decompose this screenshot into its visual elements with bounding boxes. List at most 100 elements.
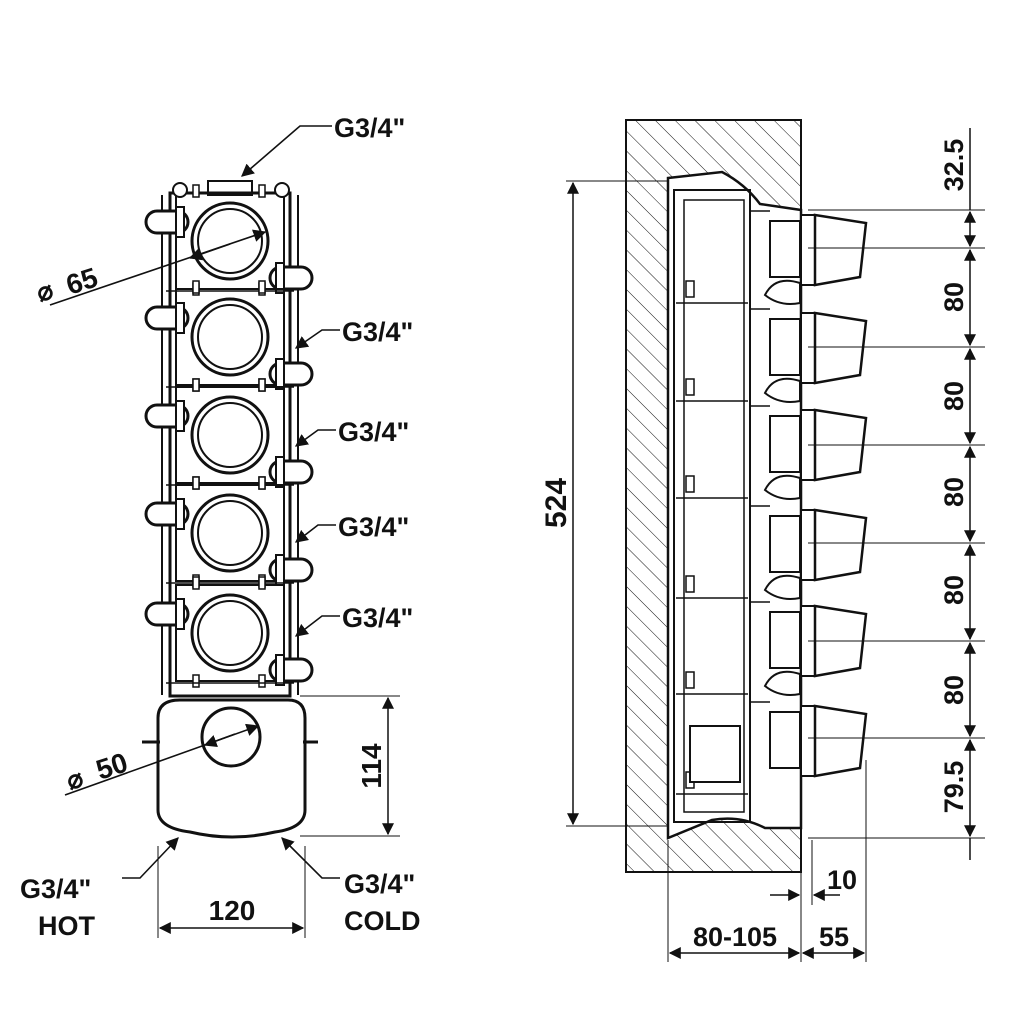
lug-clamp [175, 498, 185, 530]
handle-flange [800, 312, 816, 384]
screw [258, 476, 266, 490]
handle-flange [800, 705, 816, 777]
side-module-group [676, 210, 868, 795]
offset-10-label: 10 [827, 865, 857, 895]
spacing-label-6: 80 [939, 675, 969, 705]
cartridge-body [769, 711, 801, 769]
diameter-65-label: 65 [62, 262, 101, 301]
screw [192, 576, 200, 590]
hot-thread-label: G3/4" [20, 874, 91, 904]
cold-label: COLD [344, 906, 421, 936]
spacing-label-4: 80 [939, 477, 969, 507]
lug-clamp [175, 400, 185, 432]
inner-fitting [685, 575, 695, 593]
bolt [274, 182, 290, 198]
port-curve [763, 574, 801, 600]
valve-inner-ring [197, 600, 263, 666]
spacing-dimension-group [808, 209, 985, 839]
screw [258, 576, 266, 590]
side-connection-label-3: G3/4" [338, 512, 409, 542]
control-handle [813, 311, 868, 385]
lug-clamp [175, 206, 185, 238]
lug-clamp [275, 358, 285, 390]
valve-outer-ring [190, 593, 270, 673]
cold-leader [281, 837, 340, 879]
valve-row-group [144, 182, 314, 688]
screw [192, 184, 200, 198]
height-114-label: 114 [356, 743, 387, 789]
screw [192, 674, 200, 688]
valve-housing [175, 386, 285, 484]
top-connection-label: G3/4" [334, 113, 405, 143]
screw [258, 184, 266, 198]
screw [192, 378, 200, 392]
side-connection-label-4: G3/4" [342, 603, 413, 633]
mixer-body [156, 698, 307, 839]
spacing-label-5: 80 [939, 575, 969, 605]
side-connection-leaders [294, 329, 340, 637]
top-connection-leader [241, 125, 332, 177]
wall-depth-label: 80-105 [693, 922, 777, 952]
mixer-cartridge [200, 706, 262, 768]
valve-housing [175, 288, 285, 386]
valve-outer-ring [190, 201, 270, 281]
handle-flange [800, 214, 816, 286]
port-curve [763, 377, 801, 403]
spacing-label-7: 79.5 [939, 761, 969, 814]
lug-clamp [175, 302, 185, 334]
valve-outer-ring [190, 297, 270, 377]
port-curve [763, 279, 801, 305]
wall-recess [666, 170, 803, 840]
cold-thread-label: G3/4" [344, 869, 415, 899]
cartridge-body [769, 611, 801, 669]
width-120-label: 120 [209, 895, 256, 926]
inner-fitting [685, 475, 695, 493]
side-connection-label-2: G3/4" [338, 417, 409, 447]
screw [192, 476, 200, 490]
valve-housing [175, 484, 285, 582]
handle-flange [800, 509, 816, 581]
screw [258, 674, 266, 688]
port-curve [763, 474, 801, 500]
spacing-label-1: 32.5 [939, 139, 969, 192]
valve-inner-ring [197, 500, 263, 566]
mixer-block [689, 725, 741, 783]
lug-clamp [275, 654, 285, 686]
diameter-symbol: ⌀ [33, 274, 57, 307]
lug-clamp [275, 554, 285, 586]
control-handle [813, 213, 868, 287]
height-524-label: 524 [540, 478, 573, 528]
screw [192, 280, 200, 294]
lug-clamp [175, 598, 185, 630]
cartridge-body [769, 515, 801, 573]
spacing-label-2: 80 [939, 282, 969, 312]
cartridge-body [769, 318, 801, 376]
inner-fitting [685, 671, 695, 689]
valve-outer-ring [190, 493, 270, 573]
hot-leader [122, 837, 179, 879]
valve-inner-ring [197, 402, 263, 468]
lug-clamp [275, 262, 285, 294]
inner-fitting [685, 378, 695, 396]
screw [258, 378, 266, 392]
side-connection-label-1: G3/4" [342, 317, 413, 347]
side-view: 524 32.5 80 80 80 80 80 79.5 10 80-105 5… [540, 119, 985, 962]
hot-label: HOT [38, 911, 96, 941]
control-handle [813, 508, 868, 582]
valve-housing [175, 584, 285, 682]
valve-outer-ring [190, 395, 270, 475]
bolt [172, 182, 188, 198]
diameter-symbol: ⌀ [63, 762, 87, 795]
screw [258, 280, 266, 294]
front-view: ⌀ 65 ⌀ 50 G3/4" G3/4" G3/4" G3/4" G3/4" … [20, 113, 421, 941]
lug-clamp [275, 456, 285, 488]
valve-stack-frame [168, 191, 292, 698]
spacing-label-3: 80 [939, 381, 969, 411]
inner-fitting [685, 280, 695, 298]
projection-label: 55 [819, 922, 849, 952]
cartridge-body [769, 220, 801, 278]
cartridge-body [769, 415, 801, 473]
control-handle [813, 704, 868, 778]
top-fitting [207, 180, 253, 196]
